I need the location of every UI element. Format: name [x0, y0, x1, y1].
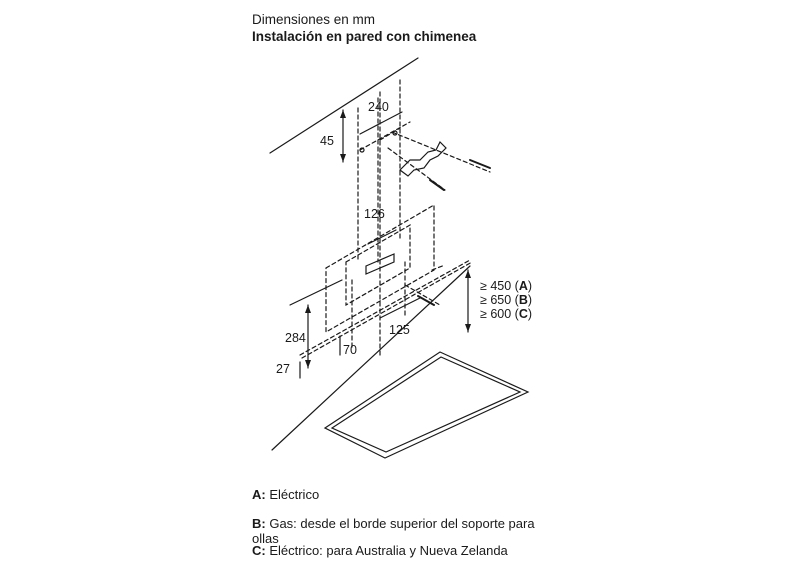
arrow-head	[305, 305, 311, 313]
title-installation: Instalación en pared con chimenea	[252, 29, 477, 44]
chimney-guide	[359, 121, 411, 151]
dim-line-240	[359, 111, 403, 135]
dim-label-240: 240	[368, 100, 389, 114]
legend-a-key: A:	[252, 487, 266, 502]
dim-label-70: 70	[343, 343, 357, 357]
screw	[469, 159, 491, 169]
clearance-c: ≥ 600 (C)	[480, 307, 532, 321]
legend-a-text: Eléctrico	[265, 487, 320, 502]
legend-b: B: Gas: desde el borde superior del sopo…	[252, 516, 552, 546]
screw-hole	[359, 147, 365, 153]
arrow-head	[340, 110, 346, 118]
hood-canopy-outline	[299, 259, 473, 359]
wall-bracket	[399, 140, 447, 177]
dim-label-284: 284	[285, 331, 306, 345]
dim-label-45: 45	[320, 134, 334, 148]
screw-hole	[392, 130, 398, 136]
chimney-guide	[379, 127, 401, 141]
dim-line-284-top	[289, 279, 343, 306]
dim-label-125: 125	[389, 323, 410, 337]
dim-label-27: 27	[276, 362, 290, 376]
legend-a: A: Eléctrico	[252, 487, 319, 502]
legend-c: C: Eléctrico: para Australia y Nueva Zel…	[252, 543, 552, 558]
floor-line	[271, 265, 471, 451]
hood-inner-outline	[345, 223, 411, 307]
cooktop-inner	[330, 356, 522, 453]
dim-label-126: 126	[364, 207, 385, 221]
clearance-b: ≥ 650 (B)	[480, 293, 532, 307]
hood-bracket	[365, 253, 395, 275]
dim-line-125	[379, 297, 421, 319]
ceiling-line	[269, 57, 419, 154]
cooktop-outer	[323, 351, 530, 459]
legend-b-text: Gas: desde el borde superior del soporte…	[252, 516, 535, 546]
legend-c-key: C:	[252, 543, 266, 558]
screw-line	[404, 284, 441, 306]
title-units: Dimensiones en mm	[252, 12, 376, 27]
legend-c-text: Eléctrico: para Australia y Nueva Zeland…	[265, 543, 508, 558]
hood-guide	[431, 264, 446, 271]
arrow-head	[465, 270, 471, 278]
screw	[429, 179, 445, 191]
hood-body-outline	[325, 203, 435, 334]
arrow-head	[340, 154, 346, 162]
screw	[417, 295, 435, 306]
arrow-head	[305, 360, 311, 368]
dim-line-126	[367, 229, 397, 245]
screw-line	[391, 131, 491, 173]
legend-b-key: B:	[252, 516, 266, 531]
arrow-head	[465, 324, 471, 332]
clearance-a: ≥ 450 (A)	[480, 279, 532, 293]
